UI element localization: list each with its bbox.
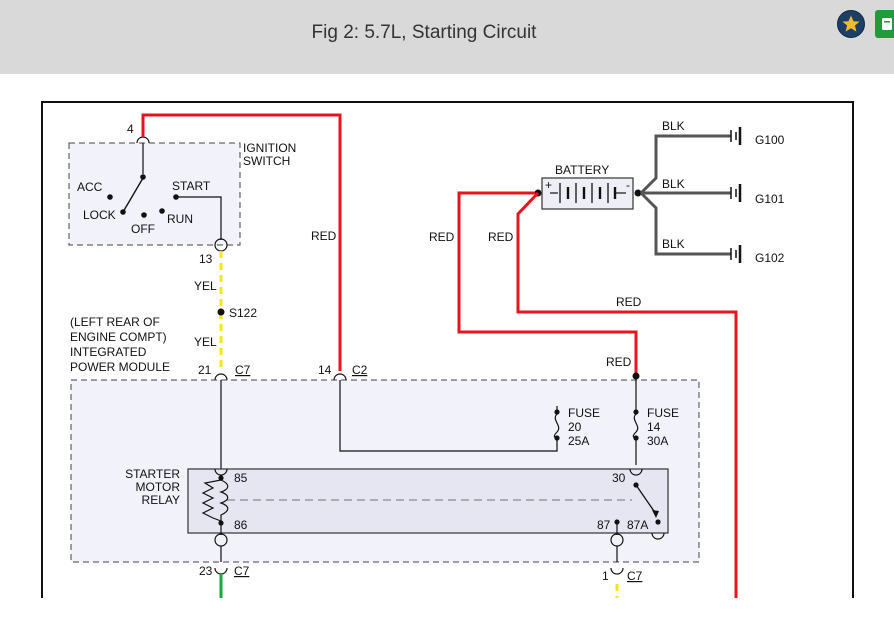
module-label-4: POWER MODULE [70,360,170,374]
position-start: START [172,179,211,193]
relay-label-3: RELAY [142,493,180,507]
fuse-14: FUSE 14 30A [632,406,679,448]
wire-color-yel-2: YEL [194,335,217,349]
connector-c2: C2 [352,363,368,377]
wire-color-yel-1: YEL [194,279,217,293]
ground-g101: G101 [730,184,785,206]
page-title: Fig 2: 5.7L, Starting Circuit [311,22,537,43]
fuse-20-number: 20 [568,420,582,434]
connector-pin-14: 14 [318,363,332,377]
position-run: RUN [167,212,193,226]
ignition-pin-4: 4 [127,122,134,136]
fuse-14-label: FUSE [647,406,679,420]
connector-c7-bottom-right: C7 [627,569,643,583]
position-acc: ACC [77,180,103,194]
relay-pin-87: 87 [597,518,611,532]
wiring-diagram: IGNITION SWITCH 4 13 ACC LOCK OFF START … [41,101,854,598]
module-label-2: ENGINE COMPT) [70,330,167,344]
relay-pin-86: 86 [234,518,248,532]
ground-wires: BLK BLK BLK [639,119,731,256]
wire-color-blk-1: BLK [662,119,685,133]
ignition-switch: IGNITION SWITCH 4 13 ACC LOCK OFF START … [68,122,296,266]
splice-s122 [217,308,225,316]
connector-pin-1: 1 [602,569,609,583]
connector-pin-23: 23 [199,564,213,578]
wire-color-blk-2: BLK [662,177,685,191]
position-off: OFF [131,222,155,236]
wire-color-red-1: RED [311,229,337,243]
red-wire-starter [516,191,738,598]
star-icon [842,15,860,32]
relay-label-2: MOTOR [136,480,181,494]
position-lock: LOCK [83,208,116,222]
red-wire-ignition-feed [141,113,342,371]
favorite-button[interactable] [837,10,865,38]
integrated-power-module: 21 C7 14 C2 FUSE 20 25A FUSE 14 30A [70,363,700,563]
fuse-20-rating: 25A [568,434,589,448]
ground-label-g102: G102 [755,251,785,265]
starting-circuit-schematic: IGNITION SWITCH 4 13 ACC LOCK OFF START … [68,113,785,598]
connector-pin-21: 21 [198,363,212,377]
ground-g102: G102 [730,245,785,265]
wire-color-red-5: RED [606,355,632,369]
wire-color-red-4: RED [616,295,642,309]
module-label-1: (LEFT REAR OF [70,315,160,329]
ignition-switch-label-1: IGNITION [243,141,296,155]
starter-motor-relay: STARTER MOTOR RELAY 85 86 30 87 87A [125,467,669,540]
wire-color-blk-3: BLK [662,237,685,251]
battery: BATTERY + - [534,163,642,210]
fuse-14-number: 14 [647,420,661,434]
fuse-20-label: FUSE [568,406,600,420]
battery-label: BATTERY [555,163,609,177]
ground-label-g100: G100 [755,133,785,147]
relay-pin-85: 85 [234,471,248,485]
action-button[interactable] [875,10,894,38]
header-bar: Fig 2: 5.7L, Starting Circuit [0,0,894,74]
battery-minus: - [626,178,630,192]
wire-color-red-3: RED [488,230,514,244]
relay-label-1: STARTER [125,467,180,481]
fuse-20: FUSE 20 25A [553,406,600,448]
red-wire-fuse-feed [457,191,638,376]
ignition-pin-13: 13 [199,252,213,266]
relay-pin-87a: 87A [627,518,648,532]
battery-plus: + [545,178,552,192]
connector-c7-top: C7 [235,363,251,377]
bookmark-icon [882,18,892,30]
fuse-14-rating: 30A [647,434,668,448]
relay-pin-30: 30 [612,471,626,485]
ground-g100: G100 [730,127,785,147]
splice-label: S122 [229,306,257,320]
ignition-switch-label-2: SWITCH [243,154,290,168]
module-label-3: INTEGRATED [70,345,147,359]
ground-label-g101: G101 [755,192,785,206]
connector-c7-bottom-left: C7 [234,564,250,578]
wire-color-red-2: RED [429,230,455,244]
